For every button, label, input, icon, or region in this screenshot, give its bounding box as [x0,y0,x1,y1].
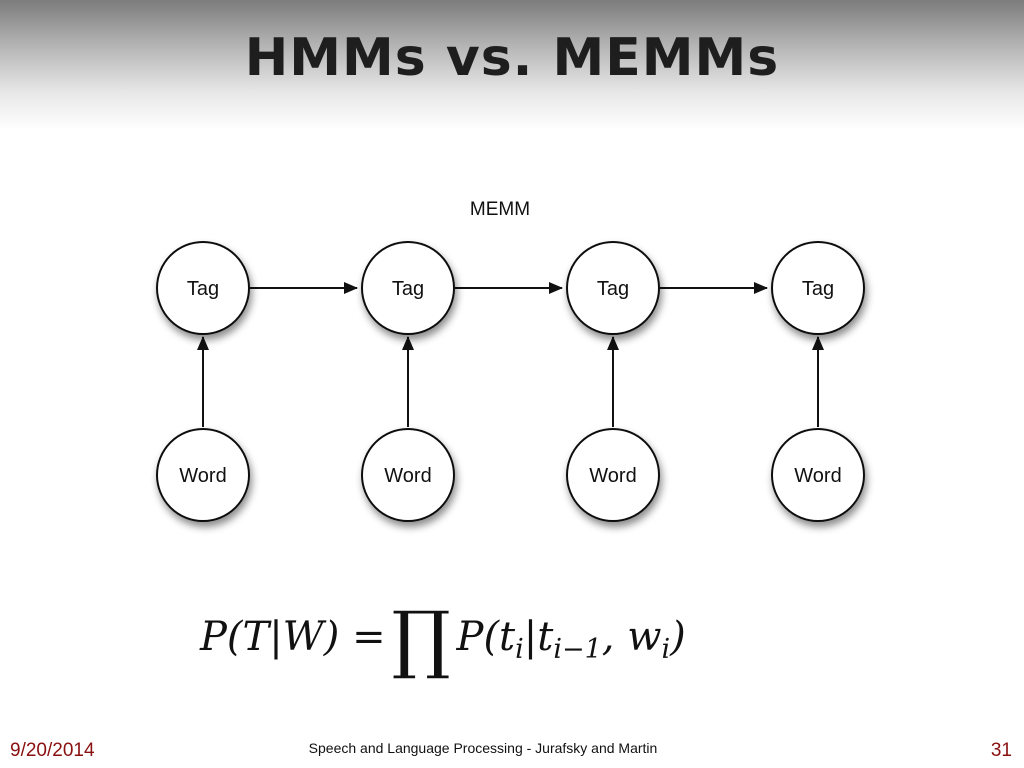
formula-rhs-prefix: P(t [456,614,516,660]
formula-subscript-prev: i−1 [553,634,602,665]
word-node-label: Word [589,465,636,487]
product-symbol: ∏ [391,596,451,682]
word-node-1: Word [156,428,250,522]
formula-subscript-i-2: i [661,634,671,665]
slide-title: HMMs vs. MEMMs [244,28,780,88]
word-node-3: Word [566,428,660,522]
formula-lhs: P(T|W) = [200,614,386,660]
word-node-2: Word [361,428,455,522]
tag-node-label: Tag [597,278,629,300]
word-node-label: Word [384,465,431,487]
tag-node-label: Tag [802,278,834,300]
page-number: 31 [990,740,1012,761]
formula-comma: , w [601,614,662,660]
tag-node-label: Tag [187,278,219,300]
diagram-label: MEMM [469,199,531,220]
memm-formula: P(T|W) =∏P(ti|ti−1, wi) [200,588,840,676]
header-band [0,0,1024,130]
word-node-4: Word [771,428,865,522]
formula-close: ) [670,614,686,660]
tag-node-1: Tag [156,241,250,335]
tag-node-label: Tag [392,278,424,300]
footer-date: 9/20/2014 [10,740,95,761]
tag-node-3: Tag [566,241,660,335]
tag-node-4: Tag [771,241,865,335]
footer-credit: Speech and Language Processing - Jurafsk… [308,740,658,756]
word-node-label: Word [179,465,226,487]
formula-subscript-i: i [515,634,524,665]
formula-bar: |t [523,614,554,660]
tag-node-2: Tag [361,241,455,335]
word-node-label: Word [794,465,841,487]
